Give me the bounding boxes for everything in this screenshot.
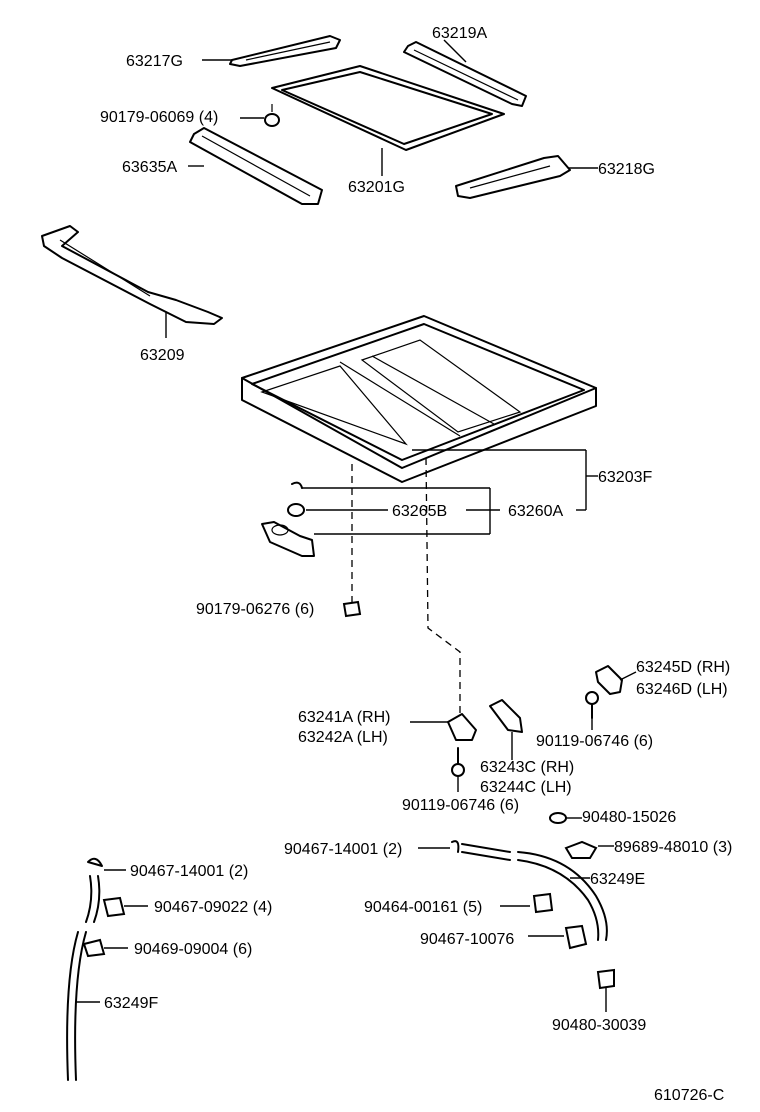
label-90119-06746: 90119-06746 (6) (402, 797, 519, 814)
label-63218g: 63218G (598, 161, 655, 178)
bolt-90119-06746-right[interactable] (585, 691, 599, 719)
housing-63203f[interactable] (241, 315, 597, 483)
gear-63265b[interactable] (287, 503, 305, 517)
clip-90467-09022[interactable] (102, 896, 126, 918)
label-90467-14001-left: 90467-14001 (2) (130, 863, 248, 880)
connector-89689-48010[interactable] (564, 840, 598, 859)
label-90179-06069: 90179-06069 (4) (100, 109, 218, 126)
label-63635a: 63635A (122, 159, 177, 176)
label-63249e: 63249E (590, 871, 645, 888)
bracket-63241a[interactable] (447, 713, 477, 741)
label-90480-30039: 90480-30039 (552, 1017, 646, 1034)
bracket-63245d[interactable] (595, 665, 623, 695)
clip-90467-14001-center[interactable] (451, 840, 460, 853)
label-90480-15026: 90480-15026 (582, 809, 676, 826)
bracket-63243c[interactable] (489, 699, 523, 733)
motor-63260a[interactable] (261, 521, 315, 557)
label-63243c: 63243C (RH) (480, 759, 574, 776)
bracket-63218g[interactable] (455, 155, 571, 199)
rail-63217g[interactable] (229, 35, 341, 67)
label-63219a: 63219A (432, 25, 487, 42)
clip-90467-14001-left[interactable] (87, 857, 103, 867)
label-63201g: 63201G (348, 179, 405, 196)
label-90464-00161: 90464-00161 (5) (364, 899, 482, 916)
label-63260a: 63260A (508, 503, 563, 520)
label-89689-48010: 89689-48010 (3) (614, 839, 732, 856)
label-63265b: 63265B (392, 503, 447, 520)
label-90119-06746-right: 90119-06746 (6) (536, 733, 653, 750)
hose-63249e[interactable] (461, 843, 608, 941)
clamp-90464-00161[interactable] (532, 892, 554, 914)
label-90467-10076: 90467-10076 (420, 931, 514, 948)
bolt-90119-06746[interactable] (451, 747, 465, 777)
clip-90467-10076[interactable] (564, 924, 588, 950)
linkage-line (425, 457, 461, 718)
label-90469-09004: 90469-09004 (6) (134, 941, 252, 958)
diagram-id: 610726-C (654, 1087, 724, 1104)
nut-90179-06069[interactable] (264, 113, 280, 127)
grommet-90480-15026[interactable] (549, 812, 567, 824)
label-63246d: 63246D (LH) (636, 681, 728, 698)
label-63209: 63209 (140, 347, 185, 364)
hose-63249f[interactable] (66, 875, 101, 1081)
clamp-90469-09004[interactable] (82, 938, 106, 958)
rail-63635a[interactable] (189, 127, 323, 205)
label-90467-14001-center: 90467-14001 (2) (284, 841, 402, 858)
rail-63219a[interactable] (403, 41, 527, 107)
label-63242a: 63242A (LH) (298, 729, 388, 746)
label-90179-06276: 90179-06276 (6) (196, 601, 314, 618)
grommet-90480-30039[interactable] (596, 968, 615, 990)
weatherstrip-63201g[interactable] (271, 65, 505, 151)
clip-63260a[interactable] (291, 481, 303, 489)
label-63244c: 63244C (LH) (480, 779, 572, 796)
frame-bar-63209[interactable] (41, 225, 223, 325)
label-63217g: 63217G (126, 53, 183, 70)
label-63245d: 63245D (RH) (636, 659, 730, 676)
label-63203f: 63203F (598, 469, 652, 486)
label-63249f: 63249F (104, 995, 158, 1012)
label-63241a: 63241A (RH) (298, 709, 391, 726)
nut-90179-06276[interactable] (342, 600, 362, 618)
label-90467-09022: 90467-09022 (4) (154, 899, 272, 916)
